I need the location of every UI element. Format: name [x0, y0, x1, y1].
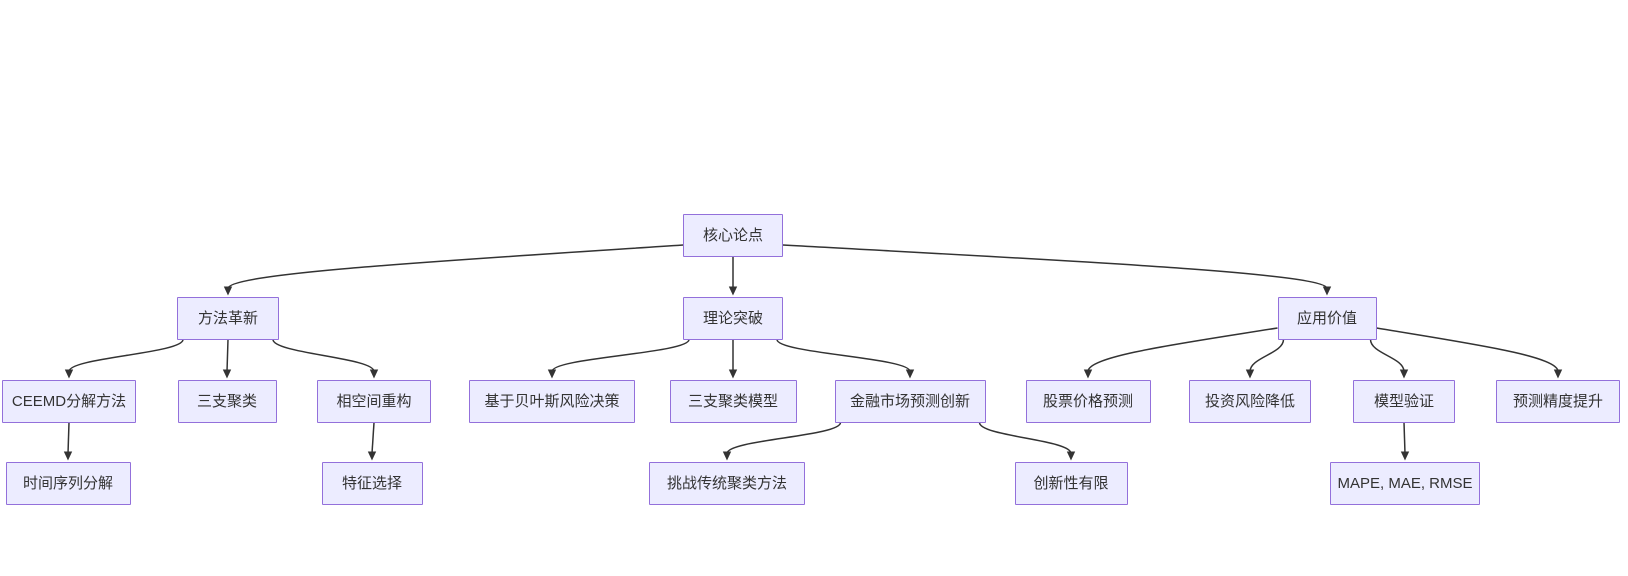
node-feature-selection: 特征选择: [321, 461, 423, 505]
node-core-thesis: 核心论点: [683, 213, 783, 257]
node-stock-price-prediction: 股票价格预测: [1025, 379, 1151, 423]
arrowhead-stock-price-prediction: [1083, 369, 1093, 379]
node-ceemd-decomposition: CEEMD分解方法: [2, 379, 136, 423]
edge-application-value-to-prediction-accuracy-improvement: [1376, 327, 1559, 372]
edge-application-value-to-stock-price-prediction: [1087, 327, 1278, 372]
edge-ceemd-decomposition-to-time-series-decomposition: [67, 422, 70, 454]
edge-model-validation-to-evaluation-metrics: [1403, 422, 1406, 454]
arrowhead-three-way-clustering: [222, 369, 232, 379]
node-challenge-traditional-clustering: 挑战传统聚类方法: [649, 461, 805, 505]
edge-core-thesis-to-method-innovation: [227, 244, 684, 289]
arrowhead-application-value: [1322, 286, 1332, 296]
arrowhead-prediction-accuracy-improvement: [1553, 369, 1563, 379]
arrowhead-time-series-decomposition: [63, 451, 73, 461]
node-bayesian-risk-decision: 基于贝叶斯风险决策: [469, 379, 635, 423]
node-model-validation: 模型验证: [1353, 379, 1455, 423]
arrowhead-challenge-traditional-clustering: [722, 451, 732, 461]
arrowhead-ceemd-decomposition: [64, 369, 74, 379]
arrowhead-bayesian-risk-decision: [547, 369, 557, 379]
edge-phase-space-reconstruction-to-feature-selection: [371, 422, 375, 454]
node-prediction-accuracy-improvement: 预测精度提升: [1496, 379, 1620, 423]
node-application-value: 应用价值: [1277, 296, 1377, 340]
node-phase-space-reconstruction: 相空间重构: [317, 379, 431, 423]
node-method-innovation: 方法革新: [177, 296, 279, 340]
edge-method-innovation-to-three-way-clustering: [226, 339, 229, 372]
node-time-series-decomposition: 时间序列分解: [5, 461, 131, 505]
edge-method-innovation-to-phase-space-reconstruction: [272, 339, 375, 372]
arrowhead-theory-breakthrough: [728, 286, 738, 296]
node-financial-market-prediction-innovation: 金融市场预测创新: [834, 379, 986, 423]
node-evaluation-metrics: MAPE, MAE, RMSE: [1330, 461, 1480, 505]
arrowhead-phase-space-reconstruction: [369, 369, 379, 379]
node-investment-risk-reduction: 投资风险降低: [1189, 379, 1311, 423]
arrowhead-limited-innovation: [1066, 451, 1076, 461]
node-three-way-clustering: 三支聚类: [177, 379, 277, 423]
arrowhead-feature-selection: [367, 451, 377, 461]
arrowhead-method-innovation: [223, 286, 233, 296]
edge-application-value-to-model-validation: [1369, 339, 1405, 372]
arrowhead-model-validation: [1399, 369, 1409, 379]
node-limited-innovation: 创新性有限: [1014, 461, 1128, 505]
edge-theory-breakthrough-to-bayesian-risk-decision: [551, 339, 690, 372]
arrowhead-three-way-clustering-model: [728, 369, 738, 379]
edge-theory-breakthrough-to-financial-market-prediction-innovation: [776, 339, 911, 372]
node-three-way-clustering-model: 三支聚类模型: [669, 379, 797, 423]
arrowhead-investment-risk-reduction: [1245, 369, 1255, 379]
edge-financial-market-prediction-innovation-to-challenge-traditional-clustering: [726, 422, 842, 454]
arrowhead-evaluation-metrics: [1400, 451, 1410, 461]
edge-financial-market-prediction-innovation-to-limited-innovation: [978, 422, 1072, 454]
edge-core-thesis-to-application-value: [782, 244, 1328, 289]
edge-method-innovation-to-ceemd-decomposition: [68, 339, 184, 372]
edge-application-value-to-investment-risk-reduction: [1249, 339, 1285, 372]
arrowhead-financial-market-prediction-innovation: [905, 369, 915, 379]
node-theory-breakthrough: 理论突破: [683, 296, 783, 340]
